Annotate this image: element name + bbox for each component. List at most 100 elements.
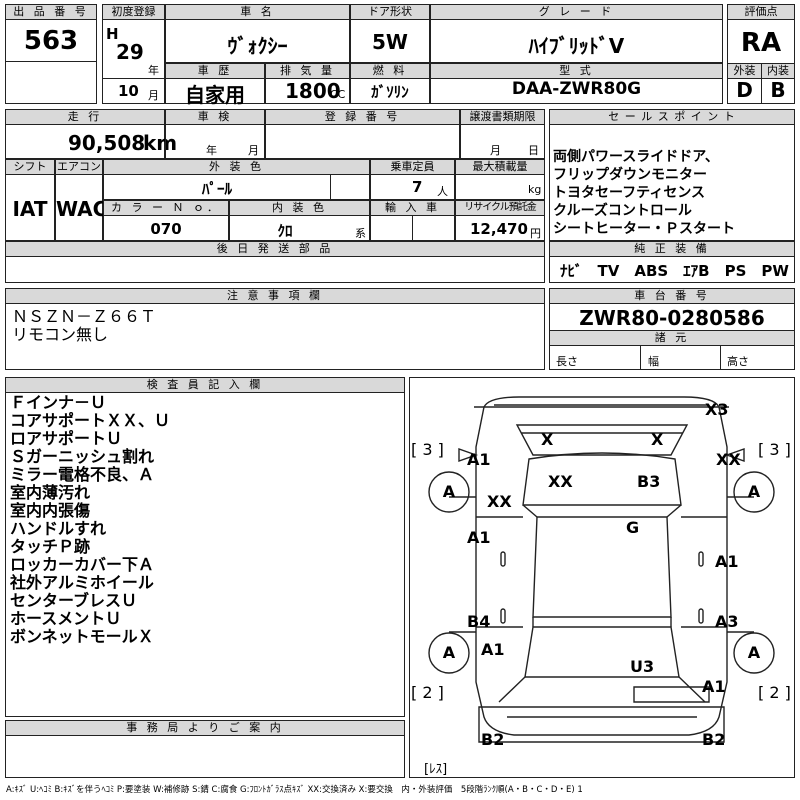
tire-front-right: A — [747, 482, 761, 501]
capacity: 7 — [412, 178, 423, 196]
inspection-box — [165, 109, 265, 159]
fuel-box — [350, 63, 430, 104]
mileage: 90,508 — [68, 131, 146, 155]
registration-no-box — [265, 109, 460, 159]
max-load-box — [455, 159, 545, 200]
transfer-month: 月 — [490, 144, 501, 157]
ext-color-label: 外 装 色 — [104, 160, 369, 175]
inspector-note: タッチＰ跡 — [10, 537, 91, 556]
ac-box — [55, 159, 103, 241]
inspector-note: ロアサポートＵ — [10, 429, 123, 448]
chassis-number: ZWR80-0280586 — [579, 306, 765, 330]
later-parts-box — [5, 241, 545, 283]
genuine-equipment: ﾅﾋﾞ TV ABS ｴｱB PS PW — [560, 262, 789, 280]
registration-no-label: 登 録 番 号 — [266, 110, 459, 125]
later-parts-label: 後 日 発 送 部 品 — [6, 242, 544, 257]
recycle-box — [455, 200, 545, 241]
ac-label: エアコン — [56, 160, 102, 175]
first-registration-label: 初度登録 — [103, 5, 164, 20]
recycle-label: リサイクル預託金 — [456, 201, 544, 216]
model-box — [430, 63, 723, 104]
chassis-box — [549, 288, 795, 370]
recycle-deposit: 12,470 — [470, 220, 528, 238]
history-label: 車 歴 — [166, 64, 264, 79]
grade-label: グ レ ー ド — [431, 5, 722, 20]
interior-score: B — [770, 78, 786, 102]
displacement: 1800 — [285, 79, 341, 103]
bracket-bottom-left: [ 2 ] — [411, 683, 444, 702]
displacement-box — [265, 63, 350, 104]
shift-box — [5, 159, 55, 241]
color-no-box — [103, 200, 229, 241]
era-letter: H — [106, 25, 119, 43]
mark-a3-right-rear: A3 — [715, 612, 739, 631]
mark-x3: X3 — [705, 400, 729, 419]
bracket-bottom-right: [ 2 ] — [758, 683, 791, 702]
tire-rear-left: A — [442, 643, 456, 662]
mileage-label: 走 行 — [6, 110, 164, 125]
color-no-label: カ ラ ー Ｎ ｏ． — [104, 201, 228, 216]
dimensions-label: 諸 元 — [550, 330, 794, 346]
mark-xx-top-right: XX — [716, 450, 741, 469]
lot-number-label: 出 品 番 号 — [6, 5, 96, 20]
transfer-box — [460, 109, 545, 159]
first-registration-box — [102, 4, 165, 104]
max-load-label: 最大積載量 — [456, 160, 544, 175]
lot-number-box — [5, 4, 97, 104]
grade: ﾊｲﾌﾞﾘｯﾄﾞV — [528, 34, 625, 58]
interior-color: ｸﾛ — [277, 222, 293, 240]
mark-x-left: X — [541, 430, 554, 449]
grade-box — [430, 4, 723, 63]
genuine-label: 純 正 装 備 — [550, 242, 794, 257]
air-conditioner: WAC — [56, 197, 108, 221]
transfer-day: 日 — [528, 144, 539, 157]
score-label: 評価点 — [728, 5, 794, 20]
km-unit: km — [143, 131, 178, 155]
mark-xx-left: XX — [487, 492, 512, 511]
model-code: DAA-ZWR80G — [511, 79, 642, 99]
mark-u3-rear: U3 — [630, 657, 655, 676]
sales-point: クルーズコントロール — [553, 203, 692, 219]
office-label: 事 務 局 よ り ご 案 内 — [6, 721, 404, 736]
mark-g-roof: G — [626, 518, 640, 537]
mark-a1-left-quarter: A1 — [481, 640, 505, 659]
load-unit: kg — [528, 183, 542, 196]
inspector-note: ホースメントＵ — [10, 609, 122, 628]
sales-point: シートヒーター・Ｐスタート — [553, 221, 735, 237]
month-unit: 月 — [148, 89, 159, 102]
shift: IAT — [12, 197, 48, 221]
width-label: 幅 — [648, 355, 659, 368]
inspection-month: 月 — [248, 144, 259, 157]
inspector-note: コアサポートＸＸ、Ｕ — [10, 411, 171, 430]
exterior-label: 外装 — [728, 64, 761, 79]
inspector-note: ミラー電格不良、Ａ — [10, 465, 155, 484]
mark-a1-top-left: A1 — [467, 450, 491, 469]
color-number: 070 — [150, 220, 182, 238]
capacity-unit: 人 — [437, 185, 448, 198]
inspector-note: ハンドルすれ — [10, 519, 107, 538]
car-name-label: 車 名 — [166, 5, 349, 20]
fuel: ｶﾞｿﾘﾝ — [371, 83, 409, 101]
mark-a1-left-front-door: A1 — [467, 528, 491, 547]
inspector-note: Ｓガーニッシュ割れ — [10, 447, 155, 466]
sales-point: フリップダウンモニター — [553, 167, 707, 183]
caution-box — [5, 288, 545, 370]
fuel-label: 燃 料 — [351, 64, 429, 79]
caution-list: ＮＳＺＮ－Ｚ６６Ｔ リモコン無し — [12, 308, 156, 344]
recycle-unit: 円 — [530, 227, 541, 240]
mileage-box — [5, 109, 165, 159]
mark-b4-left-rear: B4 — [467, 612, 491, 631]
int-color-box — [229, 200, 370, 241]
mark-b2-right: B2 — [702, 730, 726, 749]
inspector-note: ボンネットモールＸ — [10, 627, 154, 646]
inspection-year: 年 — [206, 144, 217, 157]
car-name: ｳﾞｫｸｼｰ — [227, 34, 288, 58]
capacity-box — [370, 159, 455, 200]
damage-diagram-box — [409, 377, 795, 778]
mark-a1-right-quarter: A1 — [702, 677, 726, 696]
car-outline-diagram — [428, 396, 775, 743]
inspection-label: 車 検 — [166, 110, 264, 125]
exterior-score: D — [736, 78, 753, 102]
ext-color-box — [103, 159, 370, 200]
tire-front-left: A — [442, 482, 456, 501]
